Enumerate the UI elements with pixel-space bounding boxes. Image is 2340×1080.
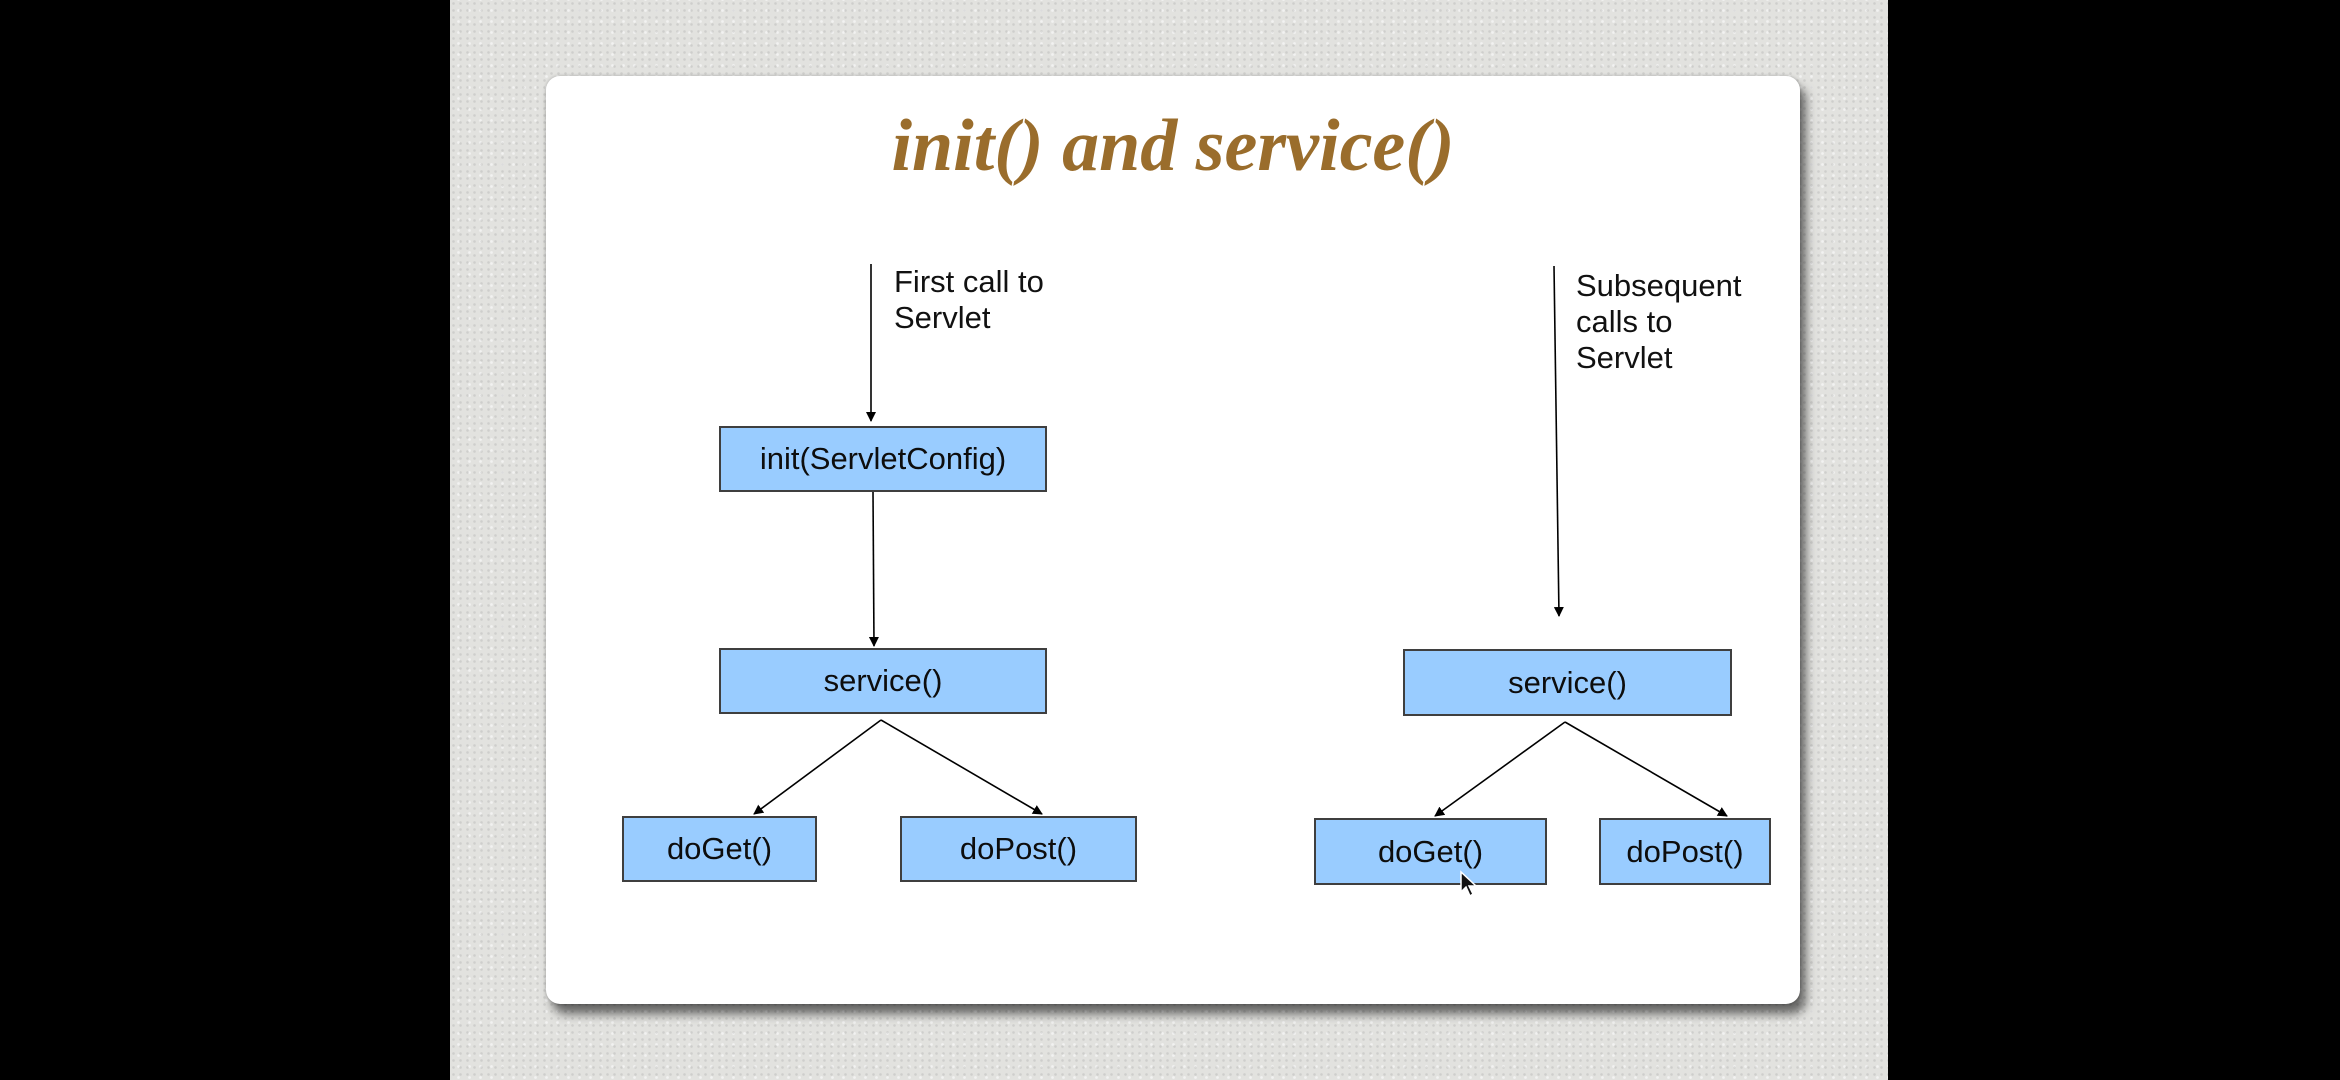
doget-box-right: doGet()	[1314, 818, 1547, 885]
dopost-box-right: doPost()	[1599, 818, 1771, 885]
arrow-service-to-dopost-right	[1564, 721, 1728, 817]
dopost-box-left: doPost()	[900, 816, 1137, 882]
arrow-service-to-doget-right	[1434, 721, 1566, 817]
service-box-left: service()	[719, 648, 1047, 714]
slide-title: init() and service()	[891, 105, 1455, 187]
label-first-call: First call to Servlet	[894, 264, 1044, 335]
arrow-init-to-service-left	[868, 491, 879, 647]
arrow-entry-right	[1553, 265, 1564, 617]
flow-arrows	[753, 264, 1728, 817]
label-subsequent-calls: Subsequent calls to Servlet	[1576, 268, 1742, 375]
mouse-pointer-icon	[1460, 870, 1478, 898]
service-box-right: service()	[1403, 649, 1732, 716]
doget-box-left: doGet()	[622, 816, 817, 882]
arrow-service-to-doget-left	[753, 719, 882, 815]
init-box: init(ServletConfig)	[719, 426, 1047, 492]
arrow-service-to-dopost-left	[880, 719, 1043, 815]
slide: init() and service() First call to Servl…	[546, 76, 1800, 1004]
